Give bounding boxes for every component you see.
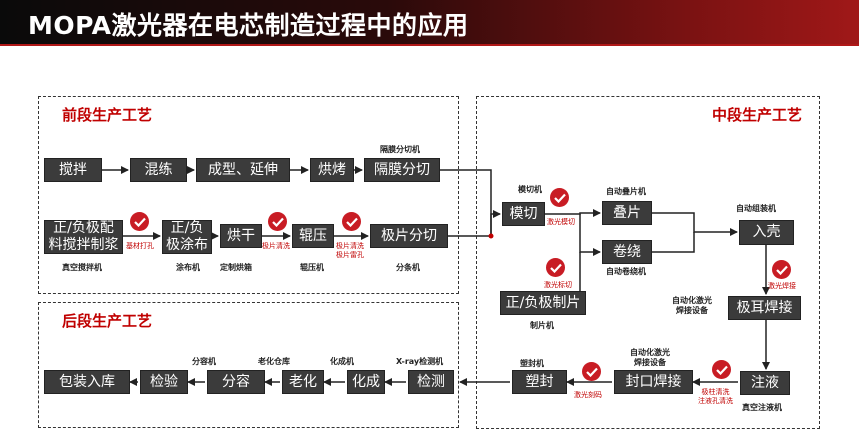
- check-icon: [342, 212, 361, 231]
- check-icon: [546, 258, 565, 277]
- label-tab-welder: 自动化激光 焊接设备: [672, 296, 712, 315]
- label-seal-welder: 自动化激光 焊接设备: [630, 348, 670, 367]
- note-clean-b: 极片清洗: [262, 242, 290, 250]
- label-die-cutter: 模切机: [518, 185, 542, 194]
- label-slitter: 分条机: [396, 263, 420, 272]
- box-plastic: 塑封: [512, 370, 567, 394]
- check-icon: [772, 260, 791, 279]
- check-icon: [582, 362, 601, 381]
- note-laser-code: 激光刻码: [574, 391, 602, 399]
- box-check-q: 检验: [140, 370, 188, 394]
- label-sealer: 塑封机: [520, 359, 544, 368]
- box-coat: 正/负 极涂布: [162, 220, 212, 254]
- check-icon: [268, 212, 287, 231]
- front-region-title: 前段生产工艺: [62, 106, 153, 124]
- label-xray: X-ray检测机: [396, 357, 444, 366]
- middle-region-title: 中段生产工艺: [712, 106, 803, 124]
- box-form: 成型、延伸: [196, 158, 290, 182]
- check-icon: [550, 188, 569, 207]
- box-tab-weld: 极耳焊接: [728, 296, 801, 320]
- label-oven: 定制烘箱: [220, 263, 252, 272]
- junction-dot: [488, 233, 494, 239]
- box-shell: 入壳: [739, 220, 794, 245]
- label-vac-mixer: 真空搅拌机: [62, 263, 102, 272]
- note-clean-c: 极片清洗 极片雷孔: [336, 242, 364, 259]
- header-underline: [0, 44, 859, 46]
- box-inspect: 检测: [408, 370, 454, 394]
- box-seal-weld: 封口焊接: [614, 370, 693, 394]
- back-process-region: [38, 302, 459, 428]
- note-pole-clean: 极柱清洗 注液孔清洗: [698, 388, 733, 405]
- front-process-region: [38, 96, 459, 294]
- note-laser-die: 激光模切: [547, 218, 575, 226]
- label-roller: 辊压机: [300, 263, 324, 272]
- box-form-c: 化成: [347, 370, 385, 394]
- box-slurry: 正/负极配 料搅拌制浆: [44, 220, 123, 254]
- label-sheet-maker: 制片机: [530, 321, 554, 330]
- box-die-cut: 模切: [502, 202, 545, 226]
- label-former: 化成机: [330, 357, 354, 366]
- box-wind: 卷绕: [602, 240, 652, 264]
- box-roll: 辊压: [292, 224, 334, 248]
- label-grader: 分容机: [192, 357, 216, 366]
- label-assembler: 自动组装机: [736, 204, 776, 213]
- box-inject: 注液: [740, 371, 790, 395]
- note-laser-weld: 激光焊接: [768, 282, 796, 290]
- label-stacker: 自动叠片机: [606, 187, 646, 196]
- box-pack: 包装入库: [44, 370, 130, 394]
- note-laser-mark: 激光标切: [544, 281, 572, 289]
- box-sep-cut: 隔膜分切: [364, 158, 440, 182]
- box-grading: 分容: [207, 370, 265, 394]
- box-aging: 老化: [282, 370, 324, 394]
- box-bake: 烘烤: [310, 158, 354, 182]
- check-icon: [130, 212, 149, 231]
- note-clean-a: 基材打孔: [126, 242, 154, 250]
- label-winder: 自动卷绕机: [606, 267, 646, 276]
- box-dry: 烘干: [220, 224, 262, 248]
- label-coater: 涂布机: [176, 263, 200, 272]
- box-stack: 叠片: [602, 201, 652, 225]
- box-knead: 混练: [130, 158, 187, 182]
- box-mix: 搅拌: [44, 158, 102, 182]
- box-pole-cut: 极片分切: [370, 224, 448, 248]
- back-region-title: 后段生产工艺: [62, 312, 153, 330]
- check-icon: [712, 360, 731, 379]
- label-aging-rack: 老化仓库: [258, 357, 290, 366]
- label-sep-cutter: 隔膜分切机: [380, 145, 420, 154]
- box-make-sheet: 正/负极制片: [500, 291, 586, 315]
- label-injector: 真空注液机: [742, 403, 782, 412]
- header-banner: MOPA激光器在电芯制造过程中的应用: [0, 0, 859, 46]
- page-title: MOPA激光器在电芯制造过程中的应用: [28, 11, 469, 40]
- middle-process-region: [476, 96, 820, 429]
